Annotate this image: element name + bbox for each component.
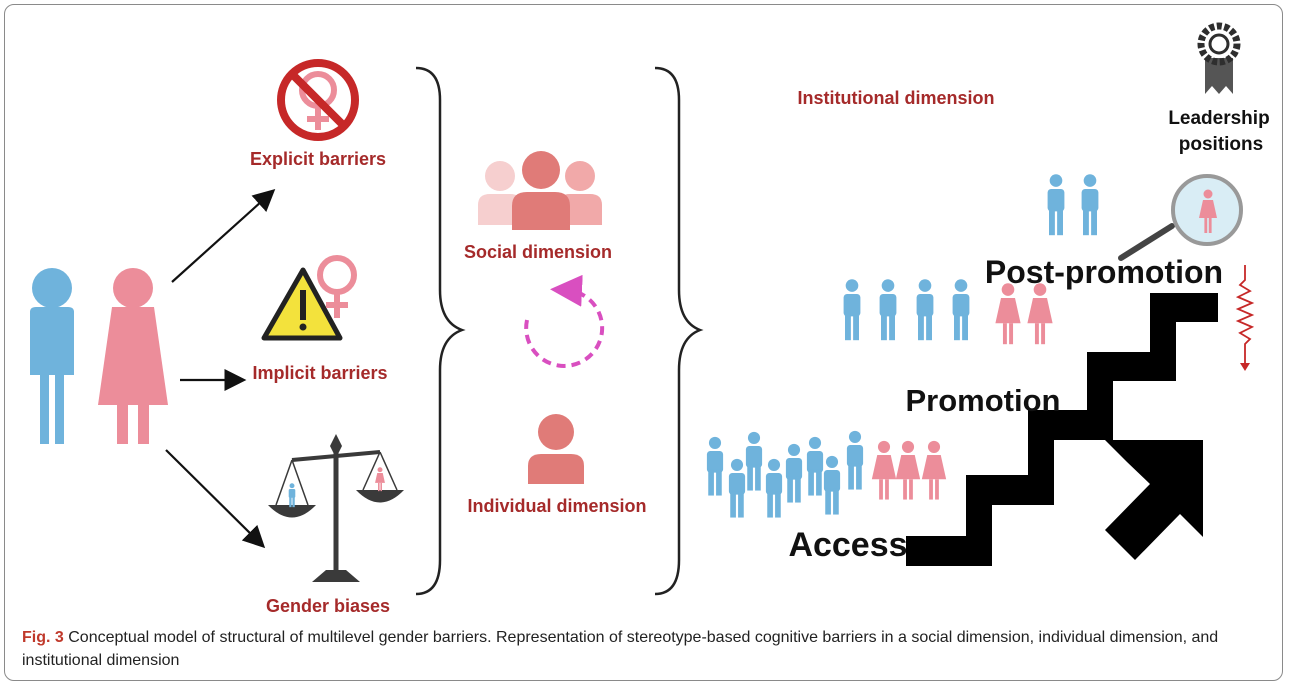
access-label: Access xyxy=(788,526,907,564)
diagram-canvas: Explicit barriers Implicit barriers Gend… xyxy=(30,22,1270,616)
caption-label: Fig. 3 xyxy=(22,629,64,646)
figure-caption: Fig. 3 Conceptual model of structural of… xyxy=(22,626,1262,672)
arrow-to-biases xyxy=(165,449,266,549)
large-man-icon xyxy=(30,268,74,444)
left-brace xyxy=(415,66,466,596)
explicit-barriers-label: Explicit barriers xyxy=(250,149,386,169)
arrow-to-explicit xyxy=(171,189,276,283)
balance-scale-icon xyxy=(268,434,404,582)
access-crowd xyxy=(706,430,864,518)
prohibited-female-icon xyxy=(277,59,359,141)
promotion-women xyxy=(995,283,1053,345)
magnifier-icon xyxy=(1118,174,1243,261)
staircase xyxy=(906,293,1218,566)
caption-text: Conceptual model of structural of multil… xyxy=(22,629,1219,669)
gender-biases-label: Gender biases xyxy=(266,596,390,616)
award-ribbon-icon xyxy=(1197,22,1241,94)
leadership-label-line2: positions xyxy=(1179,134,1263,155)
zigzag-arrow-head xyxy=(1240,363,1250,371)
post-promotion-label: Post-promotion xyxy=(985,254,1223,290)
promotion-men xyxy=(843,279,970,341)
implicit-barriers-label: Implicit barriers xyxy=(252,363,387,383)
access-women xyxy=(871,440,947,500)
individual-person-icon xyxy=(528,414,584,484)
large-woman-icon xyxy=(98,268,168,444)
institutional-dimension-label: Institutional dimension xyxy=(798,88,995,108)
individual-dimension-label: Individual dimension xyxy=(467,496,646,516)
right-brace xyxy=(654,66,704,596)
upward-arrow-icon xyxy=(1105,440,1203,560)
warning-female-icon xyxy=(261,255,357,341)
promotion-label: Promotion xyxy=(906,383,1061,418)
social-dimension-label: Social dimension xyxy=(464,242,612,262)
leadership-label-line1: Leadership xyxy=(1168,108,1269,129)
cycle-arrow-icon xyxy=(524,274,605,368)
zigzag-down-arrow xyxy=(1235,265,1255,365)
post-promotion-men xyxy=(1047,174,1099,236)
figure-frame xyxy=(4,4,1283,681)
social-group-icon xyxy=(478,151,602,230)
